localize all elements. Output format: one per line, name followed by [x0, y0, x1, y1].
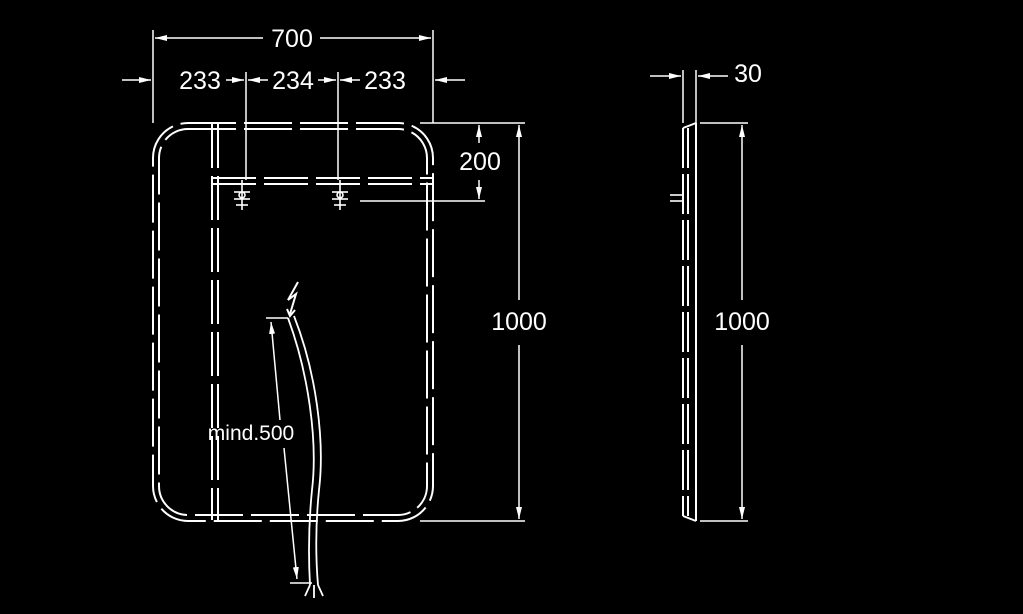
mirror-outline-outer: [152, 122, 434, 522]
side-profile: [670, 70, 697, 522]
mounting-hole-left: [234, 180, 250, 210]
mounting-hole-right: [332, 180, 348, 210]
overall-width-label: 700: [271, 25, 313, 53]
vertical-bracket: [211, 124, 219, 520]
spacing-left-label: 233: [179, 67, 221, 95]
front-view: [122, 30, 525, 598]
mirror-outline-inner: [158, 128, 428, 516]
mounting-rail: [212, 177, 432, 185]
front-height-label: 1000: [491, 308, 547, 336]
mount-height-label: 200: [459, 148, 501, 176]
side-view: [650, 70, 748, 522]
side-height-label: 1000: [714, 308, 770, 336]
spacing-right-label: 233: [364, 67, 406, 95]
cable-length-label: mind.500: [208, 422, 294, 445]
depth-label: 30: [734, 60, 762, 88]
lightning-bolt-icon: [287, 281, 299, 315]
power-cable: [287, 315, 324, 598]
spacing-middle-label: 234: [272, 67, 314, 95]
